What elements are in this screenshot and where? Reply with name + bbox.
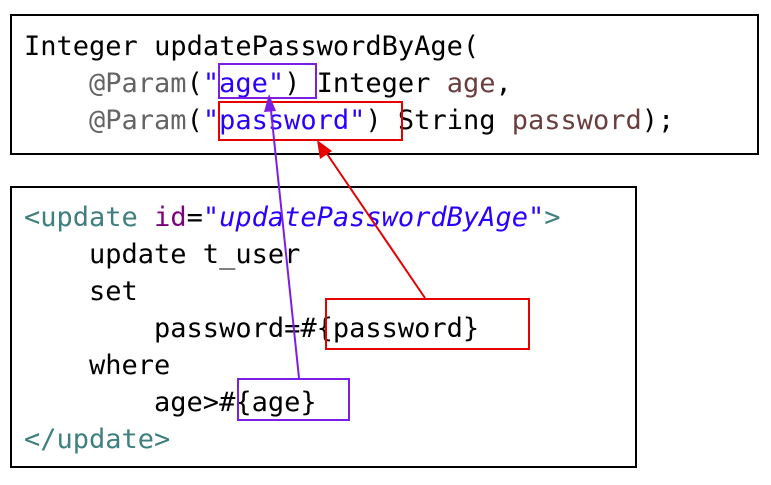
id-attribute-value: "updatePasswordByAge"	[202, 202, 545, 233]
age-placeholder-highlight	[237, 378, 350, 421]
age-param-highlight	[218, 63, 317, 99]
update-close-tag: </update>	[24, 424, 171, 455]
param-annotation: @Param	[89, 68, 187, 99]
param-var-password: password	[511, 105, 642, 136]
method-name: updatePasswordByAge	[154, 31, 463, 62]
xml-mapper-box: <update id="updatePasswordByAge"> update…	[10, 186, 637, 468]
param-type: Integer	[300, 68, 447, 99]
java-line-1: Integer updatePasswordByAge(	[24, 31, 480, 62]
xml-open-tag-line: <update id="updatePasswordByAge">	[24, 202, 561, 233]
param-annotation: @Param	[89, 105, 187, 136]
param-type: String	[381, 105, 512, 136]
update-open-tag: <update	[24, 202, 138, 233]
param-name-age: "age"	[202, 68, 285, 99]
password-placeholder: #{password}	[300, 313, 480, 344]
sql-update-line: update t_user	[24, 239, 301, 270]
java-line-3: @Param("password") String password);	[89, 105, 675, 136]
id-attribute: id	[154, 202, 187, 233]
java-code-box: Integer updatePasswordByAge( @Param("age…	[10, 14, 759, 155]
sql-where-line: where	[24, 350, 171, 381]
java-line-2: @Param("age") Integer age,	[89, 68, 512, 99]
return-type: Integer	[24, 31, 138, 62]
sql-age-line: age>#{age}	[24, 387, 317, 418]
sql-set-line: set	[24, 276, 138, 307]
password-param-highlight	[218, 101, 403, 141]
param-var-age: age	[446, 68, 496, 99]
password-placeholder-highlight	[325, 298, 530, 350]
age-placeholder: #{age}	[219, 387, 317, 418]
